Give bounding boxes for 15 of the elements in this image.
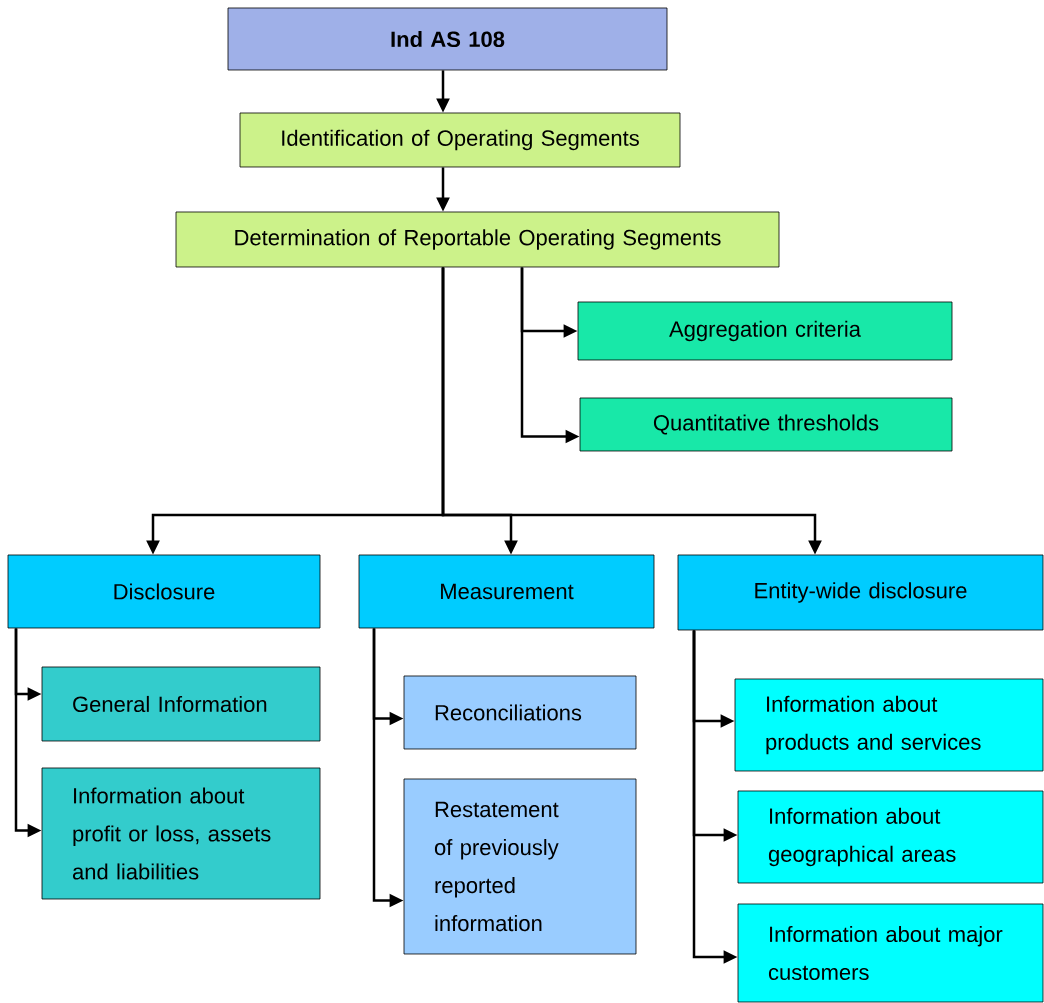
process-box: Disclosure: [7, 554, 321, 629]
process-box: Ind AS 108: [227, 7, 668, 71]
process-box: Information about products and services: [734, 678, 1044, 772]
process-box: Information about profit or loss, assets and liabilities: [41, 767, 321, 900]
process-box: Measurement: [358, 554, 655, 629]
process-box: Quantitative thresholds: [579, 397, 953, 452]
process-box: Information about major customers: [737, 903, 1044, 1003]
process-box: Identification of Operating Segments: [239, 112, 681, 168]
process-box: Restatement of previously reported information: [403, 778, 637, 955]
process-box: Reconciliations: [403, 675, 637, 750]
process-box: Information about geographical areas: [737, 790, 1044, 884]
process-box: General Information: [41, 666, 321, 742]
process-box: Aggregation criteria: [577, 301, 953, 361]
process-box: Determination of Reportable Operating Segments: [175, 211, 780, 268]
process-box: Entity-wide disclosure: [677, 554, 1044, 631]
